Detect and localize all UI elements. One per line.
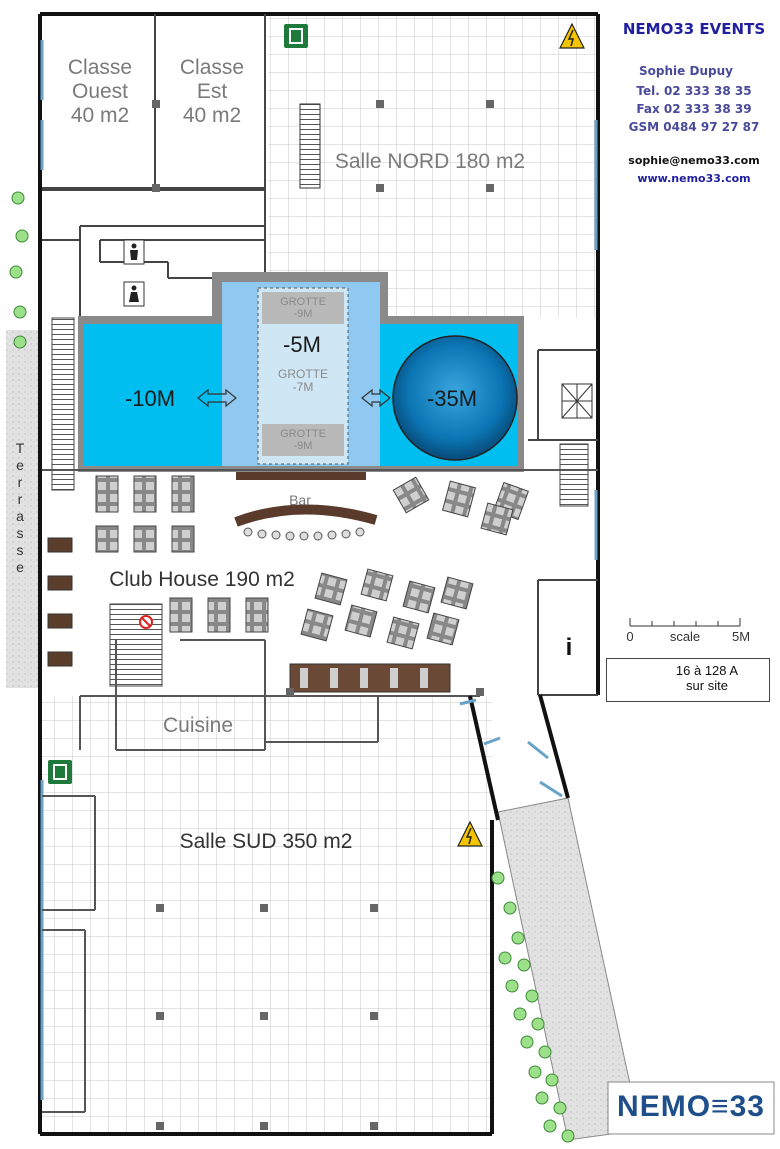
contact-name: Sophie Dupuy — [639, 64, 733, 78]
deep-pool-circle — [392, 335, 518, 461]
room-label-line: Est — [196, 80, 228, 104]
trees — [9, 191, 575, 1143]
stairs-club — [109, 603, 163, 687]
scale-max: 5M — [731, 629, 751, 644]
room-label-line: Classe — [67, 56, 133, 79]
terrasse-letter: s — [16, 525, 24, 541]
salle-nord-floor — [268, 16, 598, 278]
room-label-line: Ouest — [71, 80, 129, 104]
salle-sud-floor — [42, 696, 492, 1132]
high-voltage-icon — [559, 22, 585, 49]
room-label-line: 40 m2 — [182, 104, 242, 128]
high-voltage-icon — [457, 820, 483, 847]
emergency-exit-icon — [284, 24, 308, 48]
logo-text: 33 — [729, 1090, 765, 1123]
bar-counter — [234, 504, 378, 527]
grotte-line: -9M — [293, 440, 313, 453]
terrasse-letter: a — [16, 508, 24, 524]
terrasse-letter: r — [17, 474, 23, 490]
terrasse-letter: e — [16, 559, 24, 575]
stairs-right — [559, 443, 589, 507]
room-label-line: 40 m2 — [70, 104, 130, 128]
grotte-line: GROTTE — [280, 296, 326, 308]
stack-chairs — [299, 103, 321, 189]
company-name: NEMO33 EVENTS — [622, 20, 766, 38]
contact-fax: Fax 02 333 38 39 — [636, 102, 752, 116]
pool-10m — [84, 324, 222, 466]
room-label-classe-ouest: Classe Ouest 40 m2 — [48, 56, 152, 128]
contact-email[interactable]: sophie@nemo33.com — [628, 154, 760, 167]
grotte-label-top: GROTTE -9M — [262, 296, 344, 320]
scale-bar — [629, 618, 741, 627]
grotte-line: -9M — [293, 308, 313, 321]
terrasse-area — [6, 330, 38, 688]
club-tables — [95, 475, 529, 650]
contact-tel: Tel. 02 333 38 35 — [636, 84, 752, 98]
grotte-line: GROTTE — [280, 428, 326, 440]
logo-box — [607, 1081, 775, 1135]
fire-extinguisher-icon — [139, 615, 153, 629]
pool-depth-right: -35M — [426, 386, 478, 411]
terrasse-letter: s — [16, 542, 24, 558]
nemo33-logo: NEMO≡33 — [617, 1090, 765, 1123]
terrasse-tables — [47, 537, 73, 667]
scale-label: scale — [669, 629, 701, 644]
grotte-label-bottom: GROTTE -9M — [262, 428, 344, 452]
power-legend-text: 16 à 128 A sur site — [652, 663, 762, 694]
emergency-exit-icon — [48, 760, 72, 784]
pool-depth-left: -10M — [124, 386, 176, 411]
pool-depth-center: -5M — [283, 332, 321, 357]
room-label-salle-nord: Salle NORD 180 m2 — [334, 150, 526, 173]
room-label-line: Classe — [179, 56, 245, 79]
terrasse-letter: r — [17, 491, 23, 507]
contact-gsm: GSM 0484 97 27 87 — [628, 120, 760, 134]
room-label-salle-sud: Salle SUD 350 m2 — [179, 830, 353, 853]
terrasse-letter: T — [15, 440, 25, 456]
contact-website[interactable]: www.nemo33.com — [637, 172, 751, 185]
stairs-left — [51, 317, 75, 491]
scale-zero: 0 — [626, 629, 634, 644]
toilet-icon — [123, 281, 145, 307]
info-icon: i — [565, 634, 573, 661]
terrasse-letter: e — [16, 457, 24, 473]
terrasse-label: T e r r a s s e — [10, 440, 30, 576]
toilet-icon — [123, 239, 145, 265]
room-label-classe-est: Classe Est 40 m2 — [160, 56, 264, 128]
grotte-line: GROTTE — [278, 367, 328, 381]
grotte-line: -7M — [292, 380, 314, 395]
room-label-club-house: Club House 190 m2 — [109, 568, 295, 591]
room-label-cuisine: Cuisine — [162, 714, 234, 737]
power-line: 16 à 128 A — [675, 663, 739, 678]
bar-label: Bar — [289, 492, 311, 508]
logo-text: NEMO — [617, 1090, 712, 1123]
power-legend — [606, 658, 770, 702]
power-line: sur site — [686, 677, 728, 693]
grotte-label-mid: GROTTE -7M — [262, 367, 344, 395]
